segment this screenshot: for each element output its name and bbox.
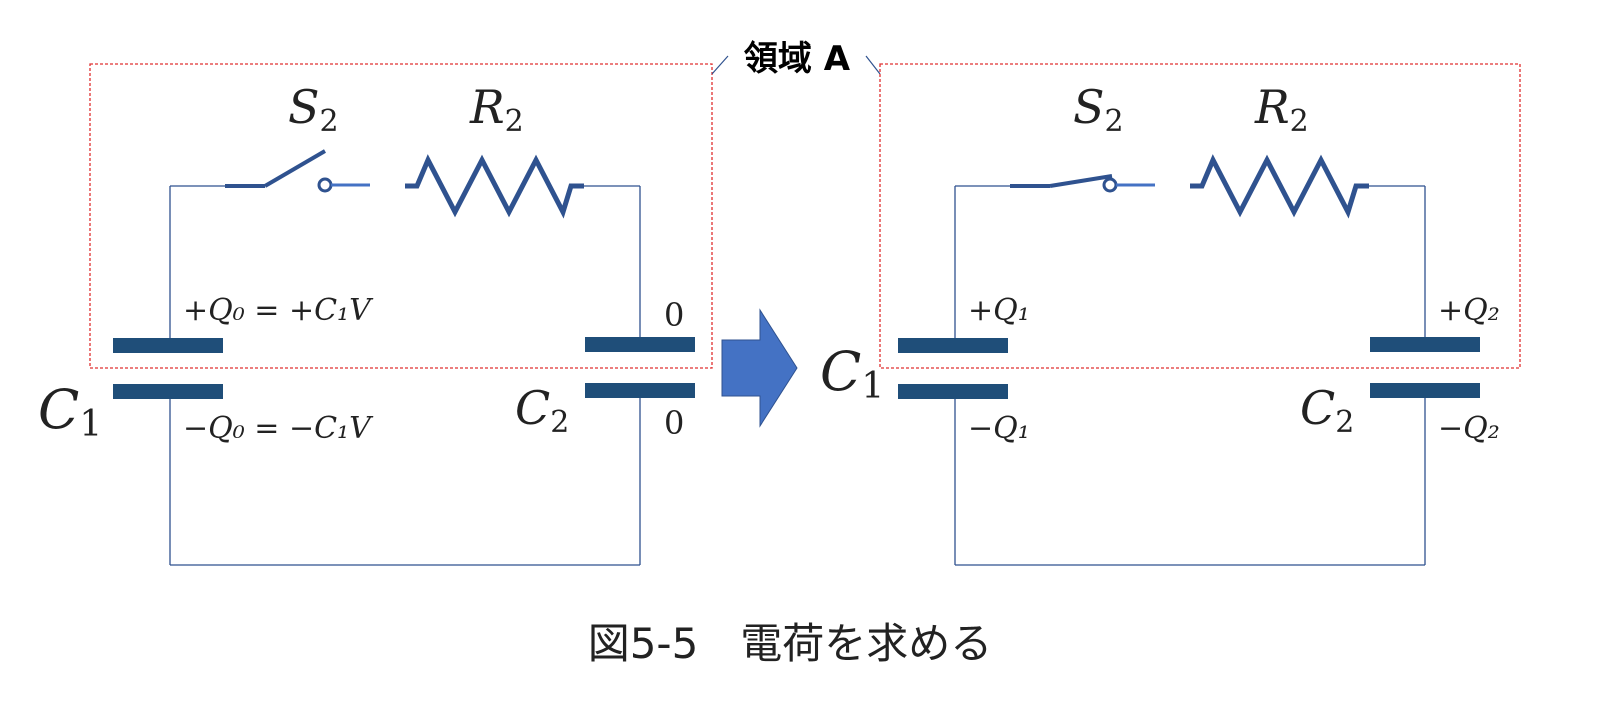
region-a-border-right xyxy=(879,63,1521,369)
left-c1-bottom-plate xyxy=(113,384,223,399)
right-c1-top-plate xyxy=(898,338,1008,353)
left-c1-top-plate xyxy=(113,338,223,353)
left-c2-top-plate xyxy=(585,337,695,352)
left-c1-top-charge: +Q₀ = +C₁V xyxy=(183,293,374,328)
right-c2-bottom-plate xyxy=(1370,383,1480,398)
region-a-label: 領域 A xyxy=(744,39,851,79)
callout-leader-right xyxy=(865,55,881,75)
left-c2-label: C2 xyxy=(515,381,569,440)
left-c1-bottom-charge: −Q₀ = −C₁V xyxy=(183,411,374,446)
right-switch-s2 xyxy=(1010,174,1155,193)
left-switch-label: S2 xyxy=(288,80,339,139)
right-c2-top-plate xyxy=(1370,337,1480,352)
right-resistor-label: R2 xyxy=(1254,80,1309,139)
right-c1-label: C1 xyxy=(820,340,884,407)
right-circuit: S2 R2 C1 C2 +Q₁ −Q₁ +Q₂ −Q₂ xyxy=(820,63,1521,566)
transition-arrow-icon xyxy=(721,308,798,428)
figure-caption: 図5-5 電荷を求める xyxy=(588,619,993,668)
left-circuit: S2 R2 C1 C2 +Q₀ = +C₁V −Q₀ = −C₁V 0 0 xyxy=(38,63,713,566)
right-wires xyxy=(954,185,1426,566)
right-resistor-r2 xyxy=(1190,154,1369,219)
right-c1-bottom-plate xyxy=(898,384,1008,399)
left-wires xyxy=(169,185,641,566)
left-switch-s2 xyxy=(225,149,370,193)
callout-leader-left xyxy=(711,55,729,75)
right-c2-bottom-charge: −Q₂ xyxy=(1438,411,1500,446)
left-c2-top-charge: 0 xyxy=(664,296,684,334)
right-c1-bottom-charge: −Q₁ xyxy=(968,411,1030,446)
left-resistor-label: R2 xyxy=(469,80,524,139)
right-switch-label: S2 xyxy=(1073,80,1124,139)
right-c2-top-charge: +Q₂ xyxy=(1438,293,1500,328)
left-c2-bottom-plate xyxy=(585,383,695,398)
left-resistor-r2 xyxy=(405,154,584,219)
right-c2-label: C2 xyxy=(1300,381,1354,440)
right-c1-top-charge: +Q₁ xyxy=(968,293,1030,328)
left-c1-label: C1 xyxy=(38,378,102,445)
region-a-callout: 領域 A xyxy=(711,39,881,79)
region-a-border-left xyxy=(89,63,713,369)
left-c2-bottom-charge: 0 xyxy=(664,404,684,442)
